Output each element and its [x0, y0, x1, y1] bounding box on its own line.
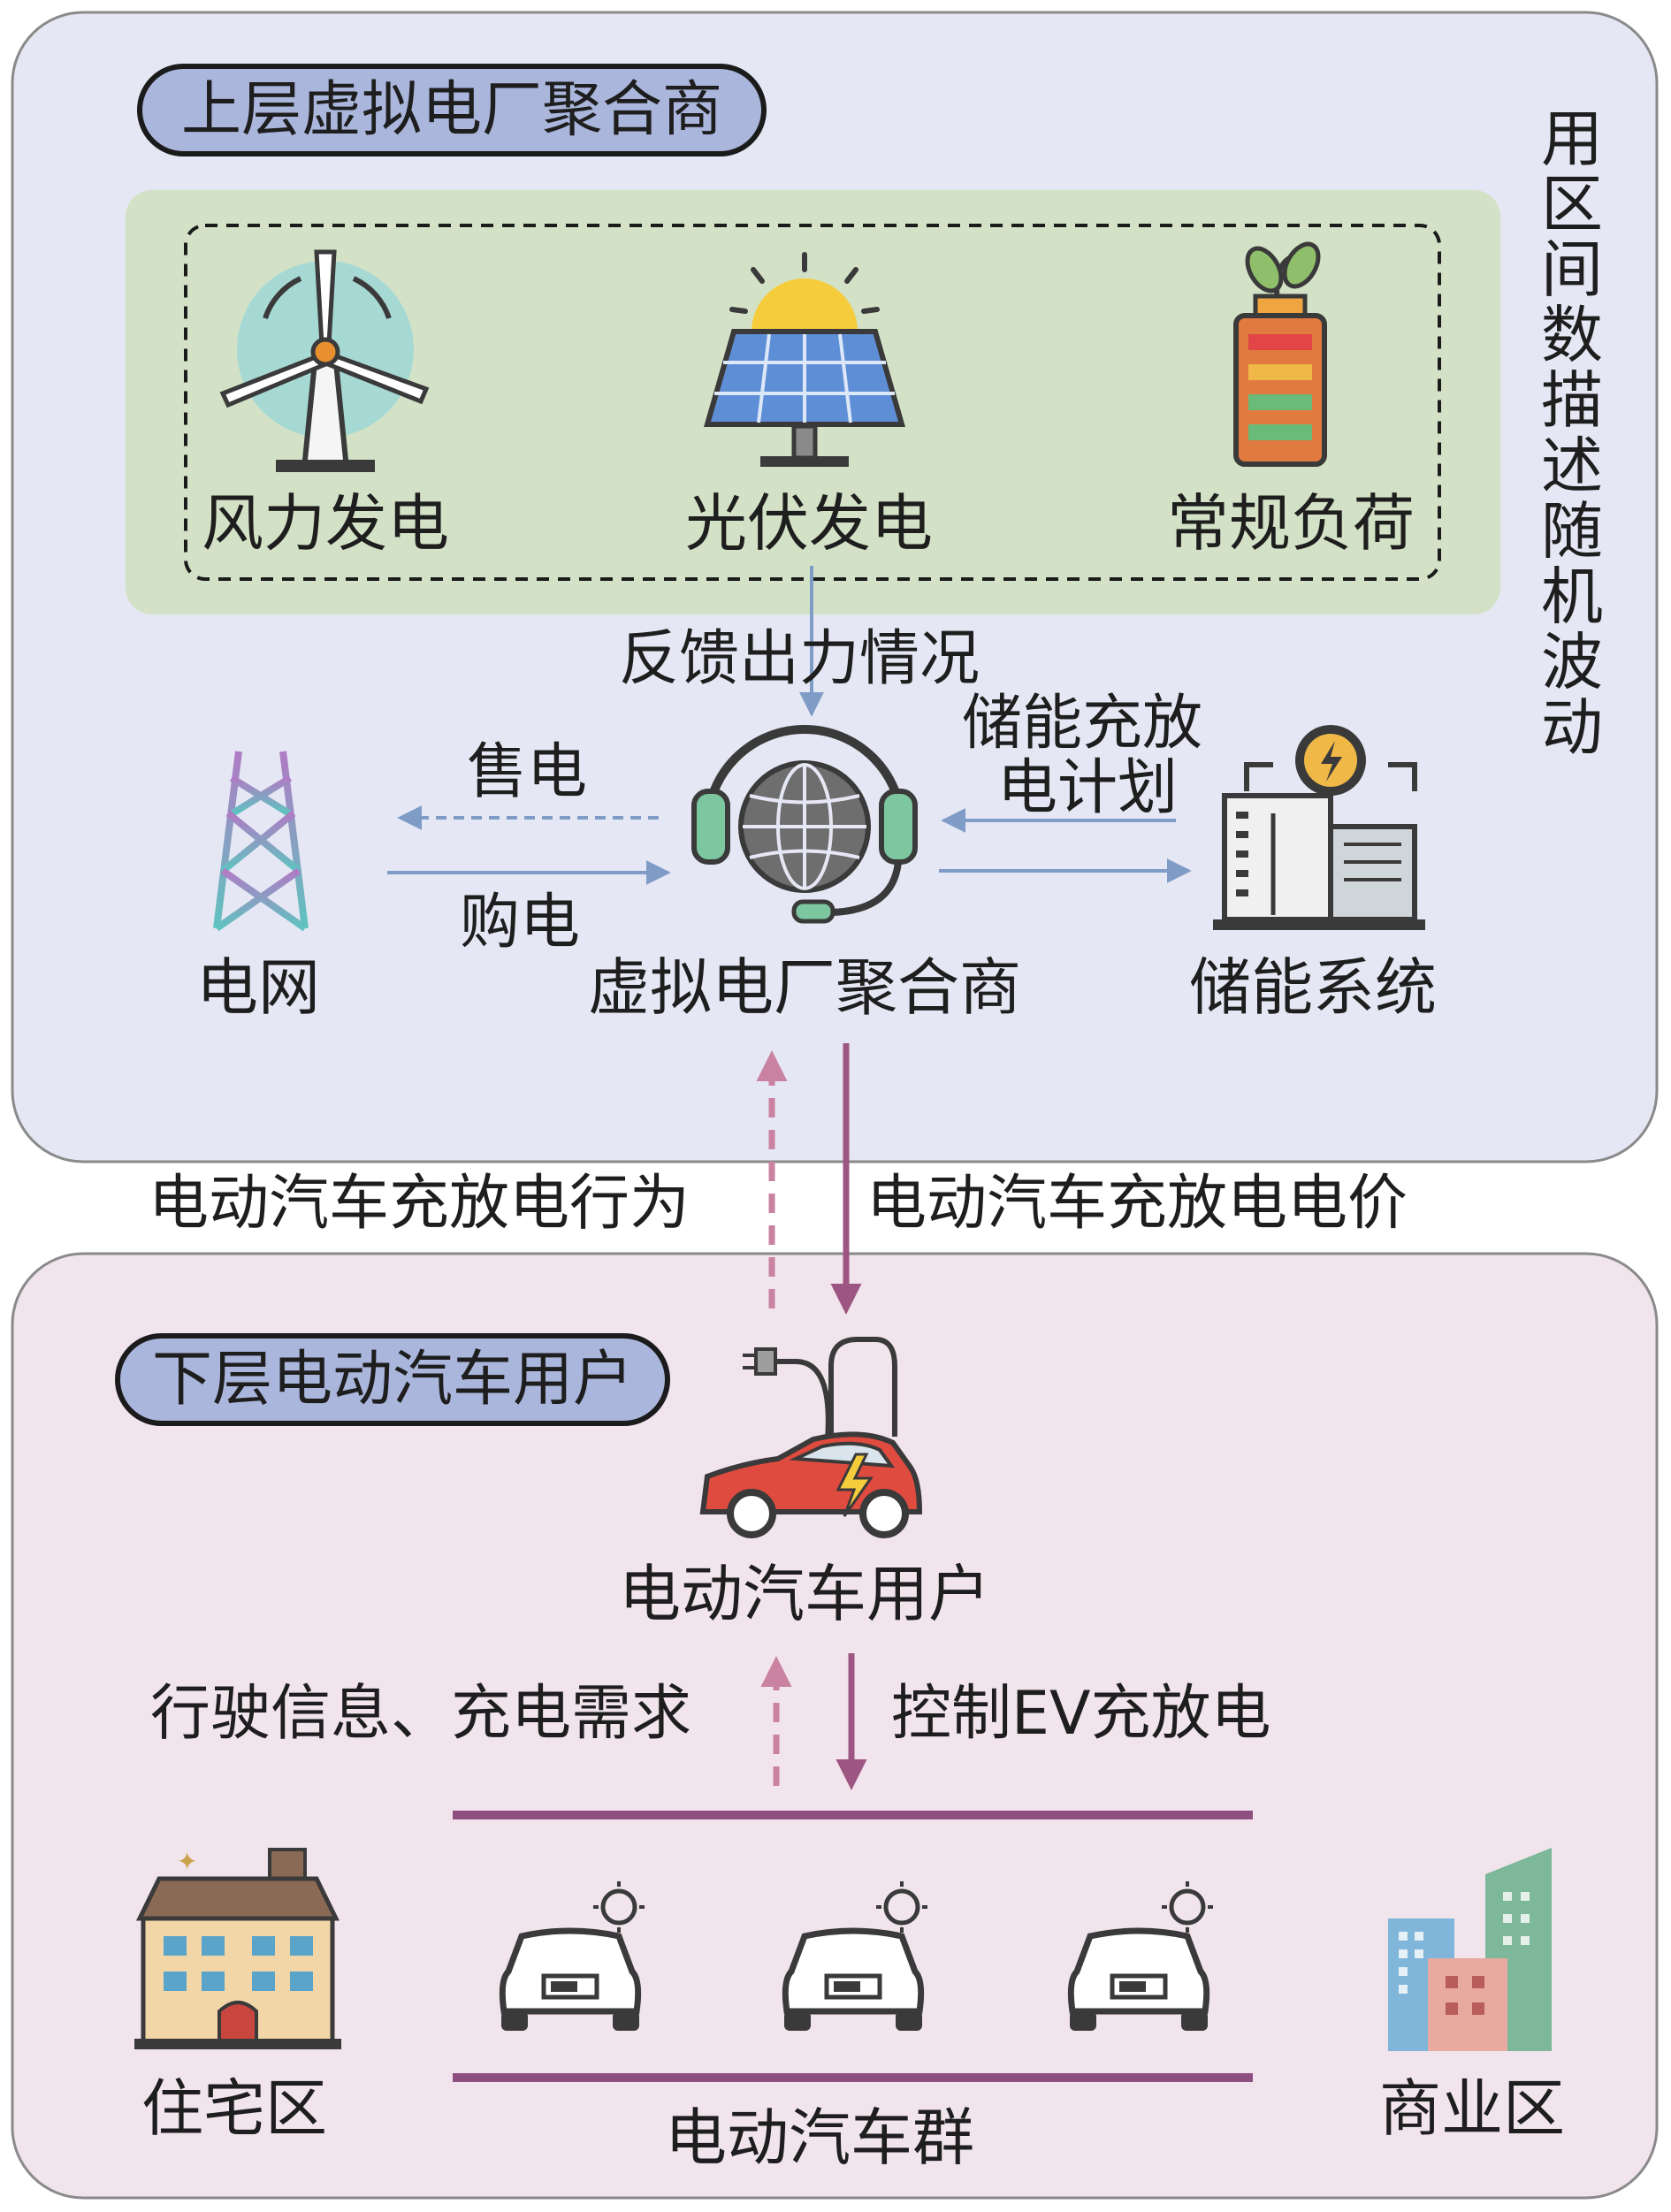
fleet-car-1-icon	[499, 1881, 645, 2031]
solar-panel-icon	[704, 252, 905, 467]
fleet-top-bar	[453, 1811, 1253, 1819]
side-note-char: 波	[1541, 626, 1603, 698]
fleet-car-3-icon	[1067, 1881, 1213, 2031]
sell-label: 售电	[467, 737, 588, 807]
aggregator-label: 虚拟电厂聚合商	[588, 951, 1021, 1024]
load-label: 常规负荷	[1167, 487, 1415, 560]
solar-label: 光伏发电	[685, 487, 933, 560]
fleet-car-2-icon	[782, 1881, 927, 2031]
buy-label: 购电	[460, 888, 581, 957]
storage-plan-label-line1: 储能充放	[962, 689, 1203, 759]
power-tower-icon	[177, 729, 345, 936]
side-note-char: 述	[1541, 430, 1603, 502]
side-note-char: 动	[1541, 691, 1603, 764]
side-note-char: 随	[1541, 495, 1603, 568]
side-note-char: 区	[1541, 168, 1603, 240]
ev-charging-car-icon	[699, 1337, 923, 1538]
travel-info-label: 行驶信息、充电需求	[150, 1679, 692, 1749]
residential-label: 住宅区	[141, 2072, 327, 2145]
side-note-vertical: 用 区 间 数 描 述 随 机 波 动	[1537, 106, 1607, 760]
residential-building-icon: ✦	[134, 1847, 341, 2049]
ev-behavior-label: 电动汽车充放电行为	[149, 1169, 691, 1239]
ev-user-label: 电动汽车用户	[619, 1558, 990, 1630]
feedback-label: 反馈出力情况	[619, 624, 980, 694]
wind-label: 风力发电	[202, 487, 449, 560]
side-note-char: 机	[1541, 561, 1603, 633]
lower-panel	[11, 1252, 1659, 2200]
fleet-label: 电动汽车群	[665, 2101, 974, 2174]
storage-system-icon	[1213, 725, 1425, 930]
ev-price-label: 电动汽车充放电电价	[866, 1169, 1408, 1239]
upper-panel-title: 上层虚拟电厂聚合商	[137, 64, 767, 156]
side-note-char: 描	[1541, 364, 1603, 437]
commercial-buildings-icon	[1388, 1848, 1552, 2051]
side-note-char: 数	[1541, 299, 1603, 371]
battery-load-icon	[1233, 241, 1327, 467]
grid-label: 电网	[196, 951, 320, 1024]
wind-turbine-icon	[219, 249, 430, 472]
aggregator-headset-icon	[691, 725, 918, 924]
storage-plan-label-line2: 电计划	[997, 753, 1179, 823]
control-label: 控制EV充放电	[891, 1679, 1271, 1749]
side-note-char: 用	[1541, 103, 1603, 175]
svg-text:✦: ✦	[177, 1847, 197, 1876]
fleet-bottom-bar	[453, 2073, 1253, 2082]
side-note-char: 间	[1541, 233, 1603, 306]
storage-label: 储能系统	[1189, 951, 1437, 1024]
lower-panel-title: 下层电动汽车用户	[115, 1333, 670, 1426]
commercial-label: 商业区	[1379, 2072, 1565, 2145]
